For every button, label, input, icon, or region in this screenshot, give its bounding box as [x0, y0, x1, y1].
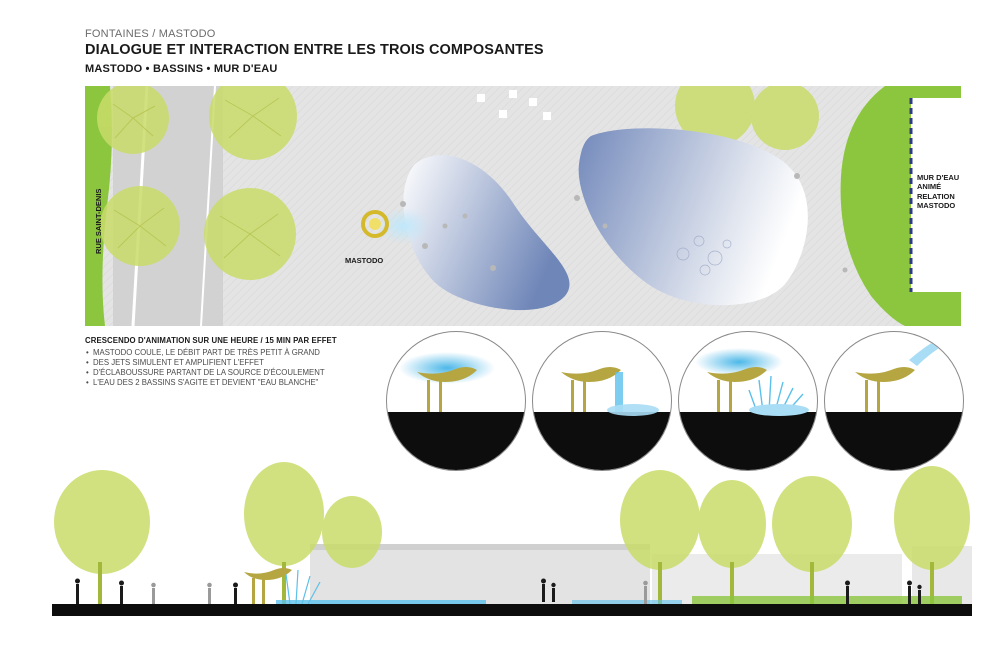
mastodo-sculpture: [561, 367, 621, 412]
animation-stage-4: [824, 331, 964, 471]
water-ripples: [676, 235, 732, 276]
header: FONTAINES / MASTODO DIALOGUE ET INTERACT…: [85, 28, 544, 75]
ground: [533, 412, 671, 470]
animation-description: CRESCENDO D'ANIMATION SUR UNE HEURE / 15…: [85, 336, 385, 388]
section-elevation: [52, 462, 972, 622]
section-pool: [276, 600, 486, 605]
animation-title: CRESCENDO D'ANIMATION SUR UNE HEURE / 15…: [85, 336, 337, 345]
animation-stage-2: [532, 331, 672, 471]
pool-west: [403, 155, 570, 311]
section-people-distant: [151, 580, 648, 604]
ground: [387, 412, 525, 470]
mur-label-line: ANIMÉ: [917, 182, 942, 192]
tree-trunks: [98, 562, 934, 604]
mastodo-sculpture: [361, 210, 389, 238]
stage-1-drawing: [387, 352, 525, 470]
mastodo-sculpture: [855, 367, 915, 412]
water-pool: [749, 404, 809, 416]
mastodo-label: MASTODO: [345, 256, 384, 265]
section-drawing: [52, 462, 972, 616]
kicker-text: FONTAINES / MASTODO: [85, 28, 216, 40]
ground: [679, 412, 817, 470]
animation-bullet: D'ÉCLABOUSSURE PARTANT DE LA SOURCE D'ÉC…: [85, 368, 385, 378]
animation-stage-3: [678, 331, 818, 471]
lawn-left: [85, 86, 112, 326]
plaza-furniture: [477, 90, 551, 120]
pavilion: [652, 554, 902, 604]
mur-label-line: MUR D'EAU: [917, 173, 960, 182]
tree-branches: [112, 97, 282, 259]
wall-niche: [911, 98, 961, 292]
animation-bullets: MASTODO COULE, LE DÉBIT PART DE TRÈS PET…: [85, 348, 385, 388]
section-pool: [572, 600, 682, 605]
section-mastodo: [244, 568, 292, 604]
pavilion-roof: [310, 544, 650, 550]
street-label: RUE SAINT-DENIS: [94, 188, 103, 254]
section-trees: [54, 462, 970, 574]
page-title: DIALOGUE ET INTERACTION ENTRE LES TROIS …: [85, 42, 544, 58]
mur-label-line: RELATION: [917, 191, 955, 201]
mastodo-core: [369, 218, 381, 230]
animation-bullet: L'EAU DES 2 BASSINS S'AGITE ET DEVIENT "…: [85, 378, 385, 388]
mur-label-line: MASTODO: [917, 201, 956, 211]
plaza-stones: [400, 173, 848, 273]
mur-deau-label: MUR D'EAU ANIMÉ RELATION MASTODO: [917, 173, 959, 211]
ground: [825, 412, 963, 470]
site-plan: [85, 86, 961, 326]
mastodo-splash: [377, 208, 429, 244]
mastodo-sculpture: [707, 367, 767, 412]
stage-2-drawing: [533, 367, 671, 470]
mastodo-sculpture: [417, 367, 477, 412]
site-plan-drawing: [85, 86, 961, 326]
animation-bullet: MASTODO COULE, LE DÉBIT PART DE TRÈS PET…: [85, 348, 385, 358]
wall-cascade: [909, 336, 949, 366]
pool-east: [578, 128, 808, 306]
stage-3-drawing: [679, 348, 817, 470]
stage-4-drawing: [825, 336, 963, 470]
page-subtitle: MASTODO • BASSINS • MUR D'EAU: [85, 63, 278, 75]
animation-bullet: DES JETS SIMULENT ET AMPLIFIENT L'EFFET: [85, 358, 385, 368]
section-splash: [285, 569, 321, 605]
section-people: [75, 578, 922, 604]
ground-line: [52, 604, 972, 616]
animation-stage-1: [386, 331, 526, 471]
section-grass: [692, 596, 962, 604]
water-pool: [607, 404, 659, 416]
pouring-stream: [615, 372, 623, 412]
